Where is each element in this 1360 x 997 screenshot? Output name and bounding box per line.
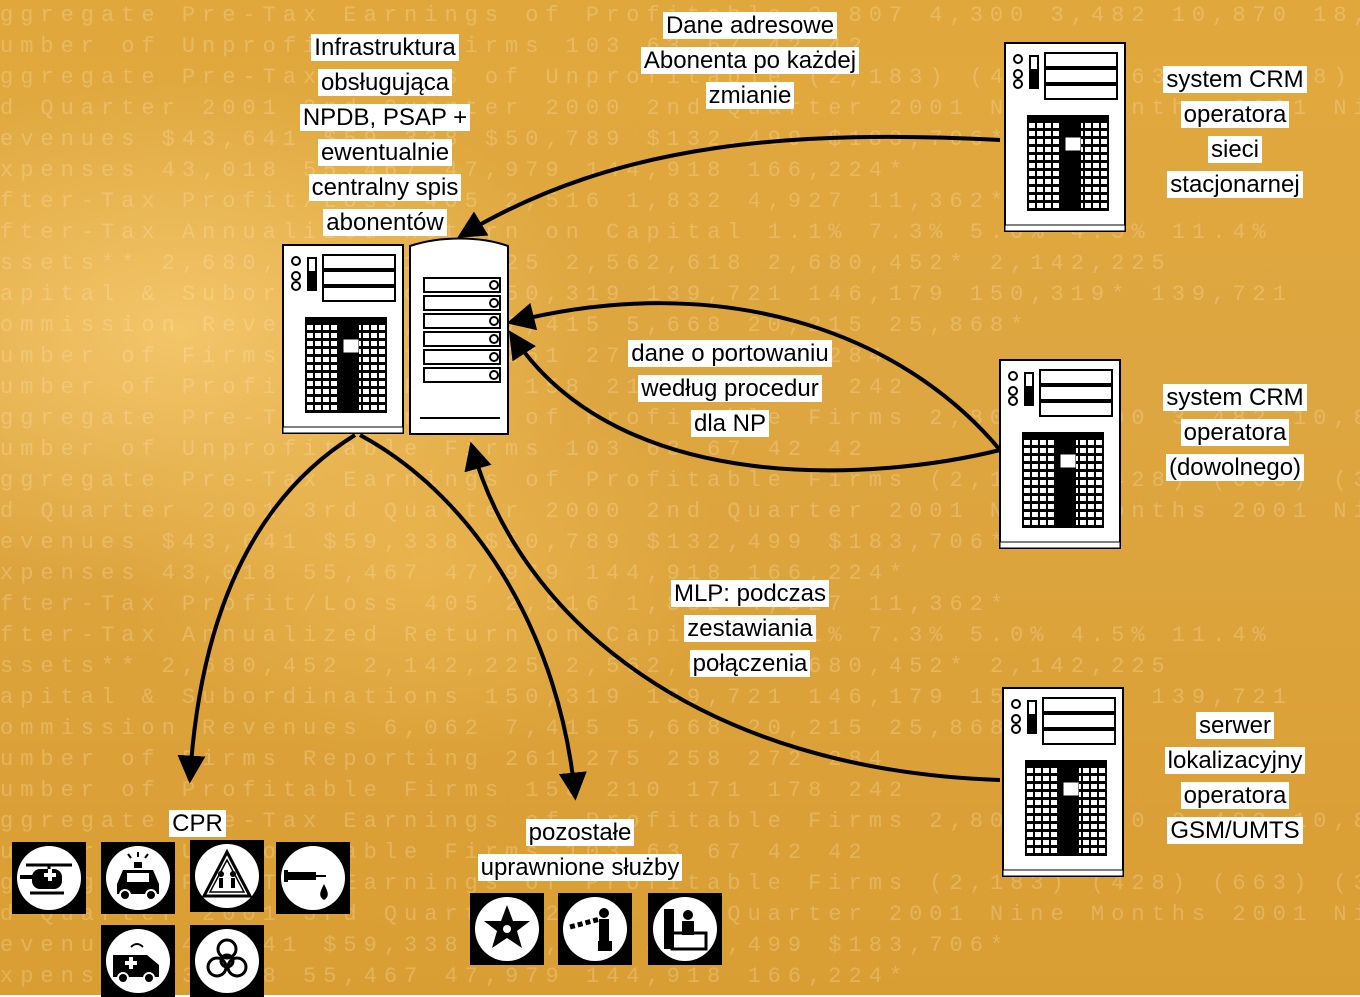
- crm-fixed-label: system CRM operatora sieci stacjonarnej: [1140, 62, 1330, 202]
- npdb-storage-array: [409, 237, 509, 435]
- watermark-line: ggregate Pre-Tax Earnings of Profitable …: [0, 406, 1360, 431]
- watermark-line: d Quarter 2001 3rd Quarter 2000 2nd Quar…: [0, 96, 1360, 121]
- child-crossing-icon: [190, 840, 264, 912]
- watermark-line: fter-Tax Profit/Loss 405 2,516 1,832 4,9…: [0, 592, 1011, 617]
- police-car-icon: [101, 842, 175, 914]
- watermark-line: ssets** 2,680,452 2,142,225 2,562,618 2,…: [0, 654, 1172, 679]
- ambulance-icon: [101, 925, 175, 997]
- arrow-location-server-to-npdb: [464, 441, 1001, 782]
- cpr-label: CPR: [150, 806, 245, 841]
- watermark-line: umber of Unprofitable Firms 103 63 67 42…: [0, 437, 869, 462]
- mlp-label: MLP: podczas zestawiania połączenia: [640, 576, 860, 681]
- customs-officer-icon: [648, 893, 722, 965]
- other-services-label: pozostałe uprawnione służby: [445, 815, 715, 885]
- watermark-line: ommission Revenues 6,062 7,415 5,668 20,…: [0, 716, 1031, 741]
- watermark-line: fter-Tax Profit/Loss 405 2,516 1,832 4,9…: [0, 189, 1011, 214]
- arrow-npdb-to-other-services: [359, 433, 587, 801]
- porting-data-label: dane o portowaniu według procedur dla NP: [590, 336, 870, 441]
- border-guard-icon: [558, 893, 632, 965]
- location-server: [1002, 687, 1124, 877]
- watermark-line: ggregate Pre-Tax Earnings of Profitable …: [0, 809, 1360, 834]
- watermark-line: umber of Profitable Firms 158 210 171 17…: [0, 778, 910, 803]
- infrastructure-label: Infrastruktura obsługująca NPDB, PSAP + …: [270, 30, 500, 240]
- watermark-line: d Quarter 2001 3rd Quarter 2000 2nd Quar…: [0, 499, 1360, 524]
- address-data-label: Dane adresowe Abonenta po każdej zmianie: [600, 8, 900, 113]
- crm-fixed-server: [1004, 42, 1126, 232]
- arrow-npdb-to-cpr: [177, 433, 357, 784]
- helicopter-ambulance-icon: [12, 842, 86, 914]
- biohazard-icon: [190, 925, 264, 997]
- watermark-line: umber of Firms Reporting 261 275 258 272…: [0, 747, 889, 772]
- crm-any-server: [999, 359, 1121, 549]
- watermark-line: ssets** 2,680,452 2,142,225 2,562,618 2,…: [0, 251, 1172, 276]
- watermark-line: evenues $43,641 $59,338 $50,789 $132,499…: [0, 530, 1011, 555]
- crm-any-label: system CRM operatora (dowolnego): [1140, 380, 1330, 485]
- watermark-line: ggregate Pre-Tax Earnings of Profitable …: [0, 468, 1360, 493]
- location-server-label: serwer lokalizacyjny operatora GSM/UMTS: [1140, 708, 1330, 848]
- arrow-crm-fixed-to-npdb: [457, 134, 1001, 238]
- syringe-drop-icon: [276, 842, 350, 914]
- sheriff-star-icon: [470, 893, 544, 965]
- npdb-server: [282, 244, 404, 434]
